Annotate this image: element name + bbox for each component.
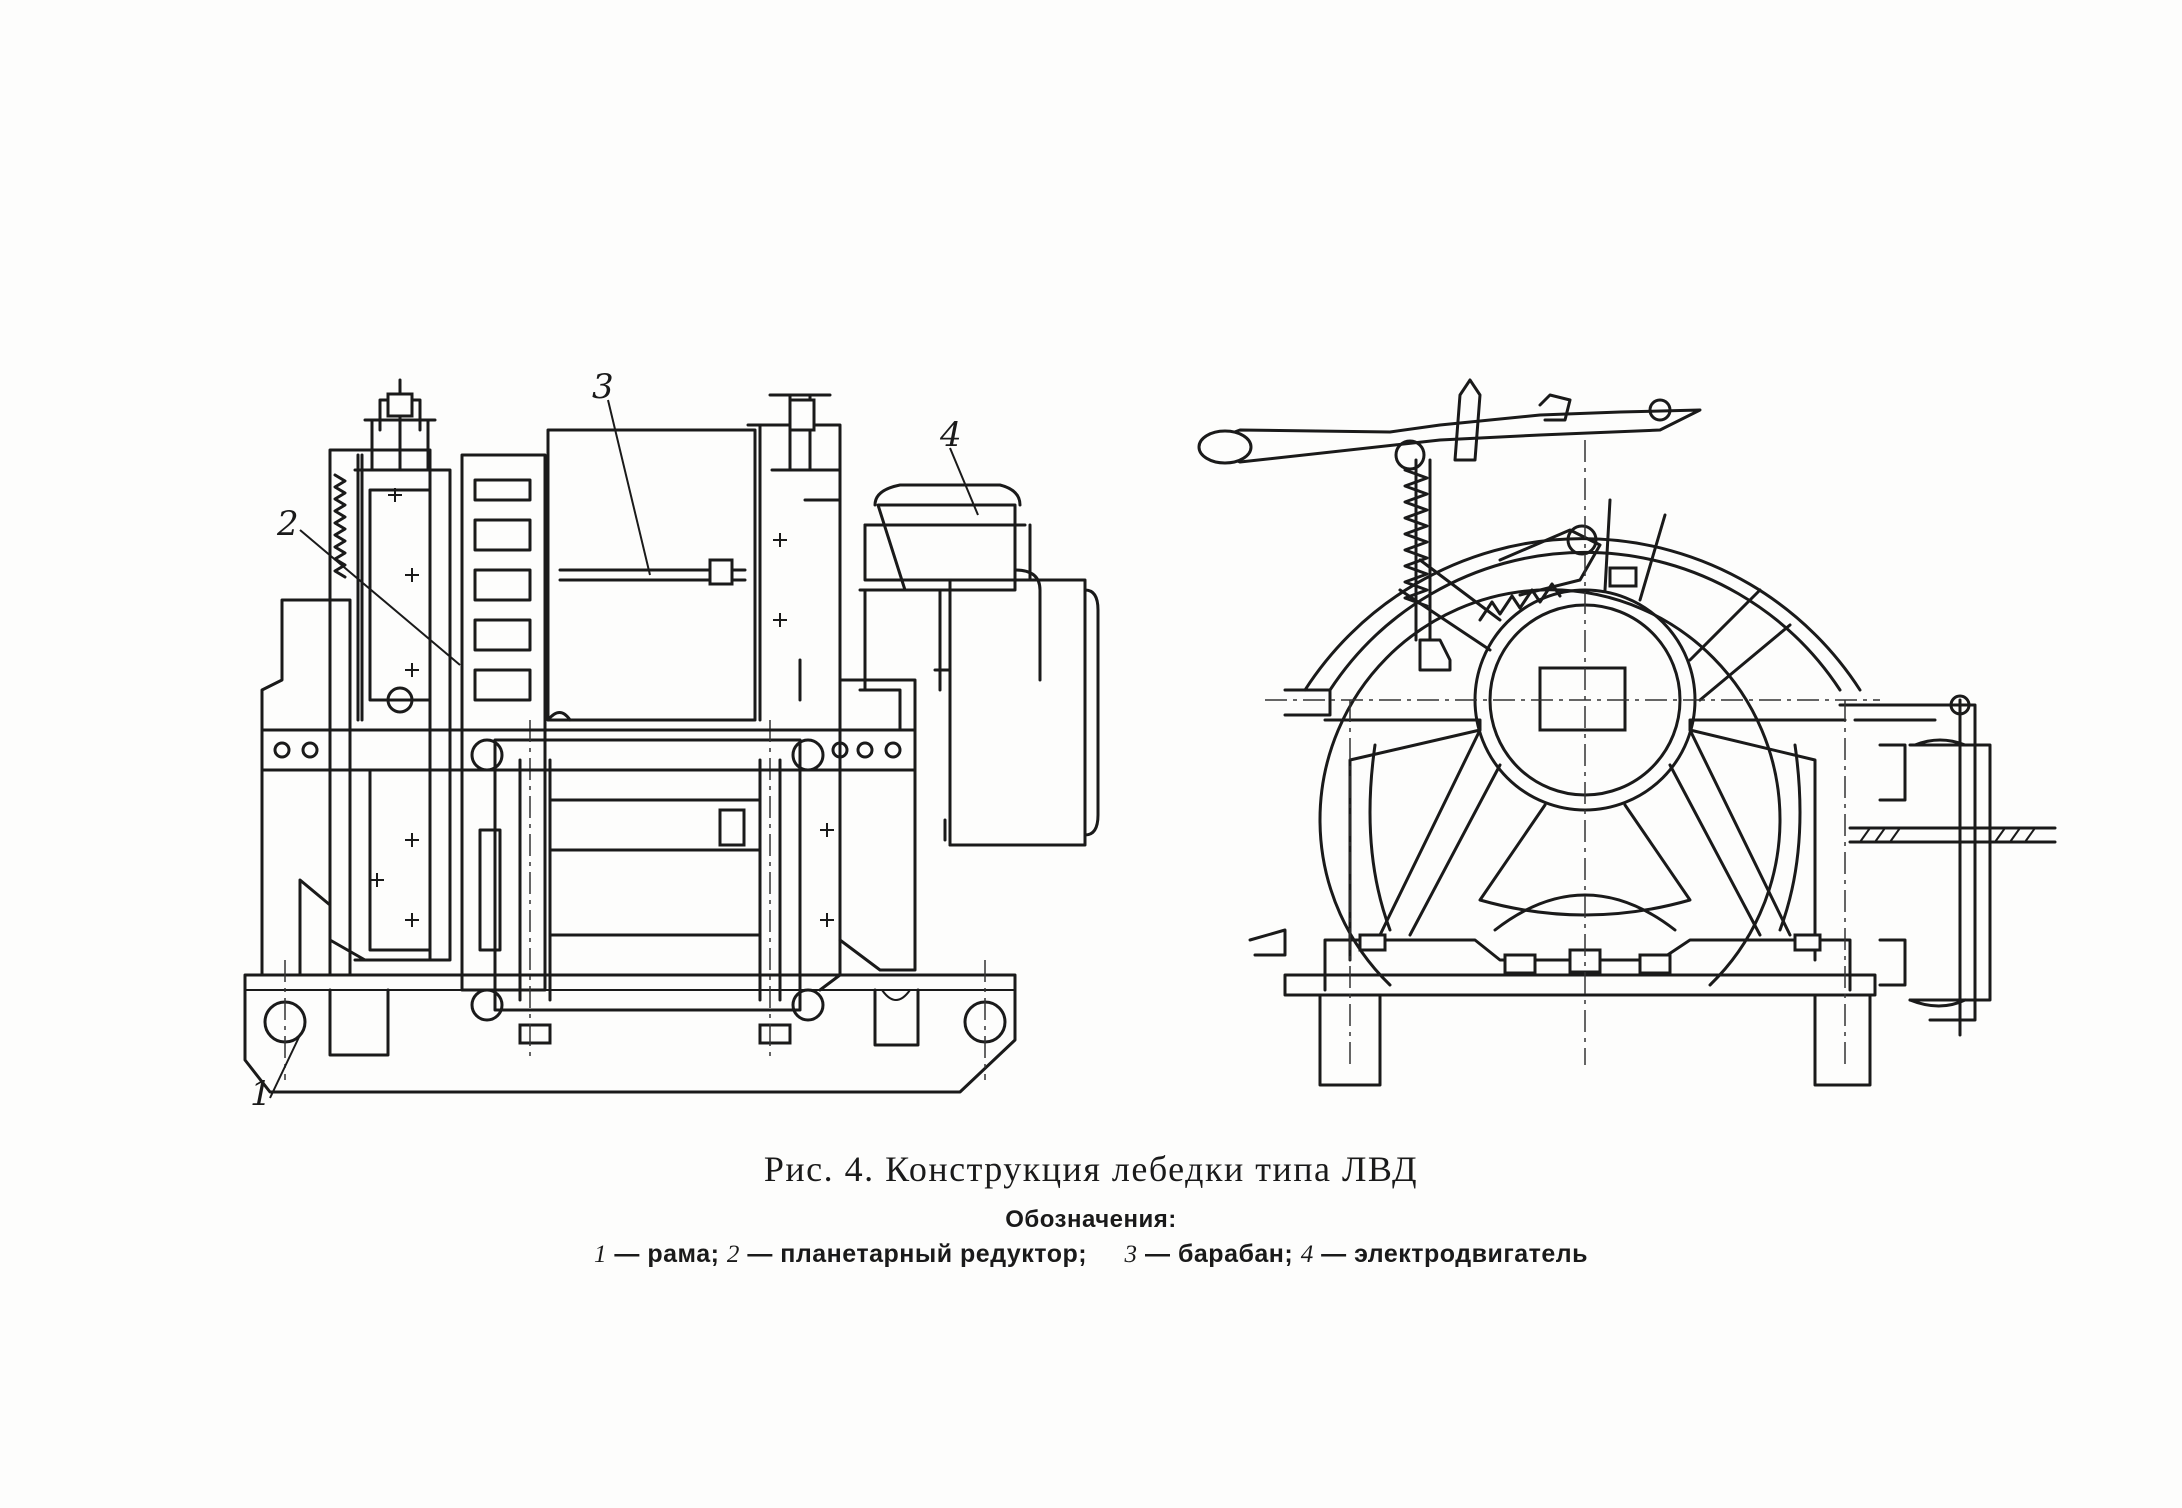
legend-num-2: 2	[726, 1241, 740, 1268]
legend-num-3: 3	[1124, 1241, 1138, 1268]
legend-heading: Обозначения:	[1005, 1206, 1177, 1233]
legend-num-4: 4	[1300, 1241, 1314, 1268]
legend-text-3: — барабан;	[1145, 1240, 1294, 1268]
legend-text-1: — рама;	[614, 1240, 720, 1268]
planetary-reducer	[260, 378, 547, 992]
end-view	[1197, 378, 2057, 1087]
legend-text-2: — планетарный редуктор;	[747, 1240, 1088, 1268]
legend-text-4: — электродвигатель	[1321, 1240, 1589, 1268]
brake-lever	[1197, 378, 1702, 471]
right-support	[746, 393, 917, 992]
callouts-side: 2 3 4 1	[250, 367, 979, 1114]
cooling-fins	[460, 453, 547, 992]
electric-motor	[858, 483, 1100, 847]
callout-2: 2	[276, 504, 299, 544]
frame-rama	[243, 960, 1017, 1094]
figure-title: Рис. 4. Конструкция лебедки типа ЛВД	[763, 1149, 1419, 1189]
side-view: 2 3 4 1	[243, 367, 1100, 1114]
callout-4: 4	[939, 415, 962, 455]
callout-1: 1	[250, 1074, 272, 1114]
legend-num-1: 1	[593, 1241, 607, 1268]
callout-3: 3	[592, 367, 614, 407]
drum-baraban	[470, 428, 825, 1060]
legend-line: 1 — рама; 2 — планетарный редуктор; 3 — …	[0, 1240, 2182, 1269]
